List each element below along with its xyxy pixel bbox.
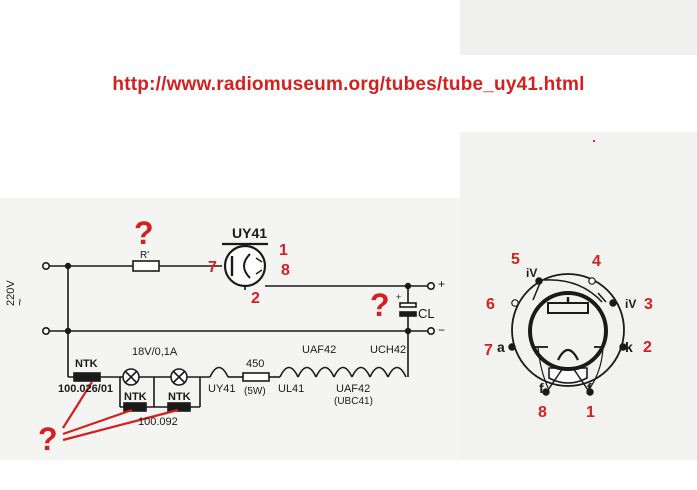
heater-uch42	[369, 366, 389, 378]
tube-pin-2: 2	[251, 290, 260, 307]
ac-symbol: ~	[12, 298, 27, 306]
heater-uaf42-a	[315, 366, 335, 378]
base-pin-8-label: 8	[538, 404, 547, 421]
base-pin-5-dot	[535, 277, 543, 285]
plus-sign: +	[438, 277, 445, 291]
base-pin-4-dot	[588, 277, 596, 285]
heater-uaf42-b	[333, 366, 353, 378]
ntk1-thermistor	[73, 372, 101, 382]
bg-panel-top-right	[460, 0, 697, 55]
lamp-rating: 18V/0,1A	[132, 346, 178, 358]
terminal-bottom	[41, 326, 50, 335]
base-iv-left: iV	[526, 266, 537, 280]
base-pin-3-label: 3	[644, 296, 653, 313]
base-pin-2-label: 2	[643, 339, 652, 356]
cap-label: CL	[418, 306, 435, 321]
resistor-label: R'	[140, 250, 149, 261]
heater-label-ul41: UL41	[278, 383, 304, 395]
ntk23-part: 100.092	[138, 416, 178, 428]
url-text: http://www.radiomuseum.org/tubes/tube_uy…	[112, 74, 585, 95]
ntk3-thermistor	[167, 402, 191, 412]
base-pin-2-dot	[619, 343, 627, 351]
terminal-top	[41, 261, 50, 270]
base-iv-right: iV	[625, 297, 636, 311]
base-filament-f-left: f	[539, 380, 544, 396]
base-pin-7-dot	[508, 343, 516, 351]
ntk2-thermistor	[123, 402, 147, 412]
arrows-to-ntk	[62, 381, 179, 442]
resistor-r-prime	[132, 260, 160, 272]
minus-sign: −	[438, 323, 445, 337]
base-cathode-k: k	[625, 339, 633, 355]
heater-uy41	[209, 366, 229, 378]
bg-panel-schematic	[0, 198, 460, 460]
res450-watt: (5W)	[244, 386, 266, 397]
res450-label: 450	[246, 358, 264, 370]
base-pin-1-dot	[586, 388, 594, 396]
heater-label-ubc41: (UBC41)	[334, 396, 373, 407]
base-pin-5-label: 5	[511, 251, 520, 268]
base-pin-6-label: 6	[486, 296, 495, 313]
tube-pin-1: 1	[279, 242, 288, 259]
heater-label-uch42: UCH42	[370, 344, 406, 356]
base-diagram	[508, 273, 627, 396]
base-anode-a: a	[497, 339, 505, 355]
schematic	[41, 242, 435, 442]
heater-label-uaf42-top: UAF42	[302, 344, 336, 356]
base-outline	[511, 273, 625, 387]
heater-label-uaf42: UAF42	[336, 383, 370, 395]
cathode-arc	[557, 348, 579, 361]
resistor-450	[242, 372, 270, 382]
tube-bulb-circle	[528, 291, 608, 371]
ntk2-label: NTK	[124, 391, 147, 403]
heater-label-uy41: UY41	[208, 383, 236, 395]
ntk1-part: 100.026/01	[58, 383, 113, 395]
question-mark-capacitor: ?	[370, 287, 390, 323]
ntk1-label: NTK	[75, 358, 98, 370]
base-pin-3-dot	[609, 299, 617, 307]
tube-label: UY41	[232, 225, 267, 241]
ntk3-label: NTK	[168, 391, 191, 403]
tube-pin-7: 7	[208, 259, 217, 276]
base-pin-7-label: 7	[484, 342, 493, 359]
base-pin-1-label: 1	[586, 404, 595, 421]
capacitor-cl	[399, 311, 417, 317]
question-mark-ntk: ?	[38, 421, 58, 457]
base-pin-6-dot	[511, 299, 519, 307]
tube-pin-8: 8	[281, 262, 290, 279]
base-pin-8-dot	[542, 388, 550, 396]
base-filament-f-right: f	[587, 380, 592, 396]
base-pin-4-label: 4	[592, 253, 601, 270]
terminal-plus	[426, 281, 435, 290]
terminal-minus	[426, 326, 435, 335]
heater-ul41	[279, 366, 299, 378]
question-mark-resistor: ?	[134, 215, 154, 251]
cap-plus: +	[396, 292, 401, 302]
voltage-label: 220V	[5, 280, 17, 306]
